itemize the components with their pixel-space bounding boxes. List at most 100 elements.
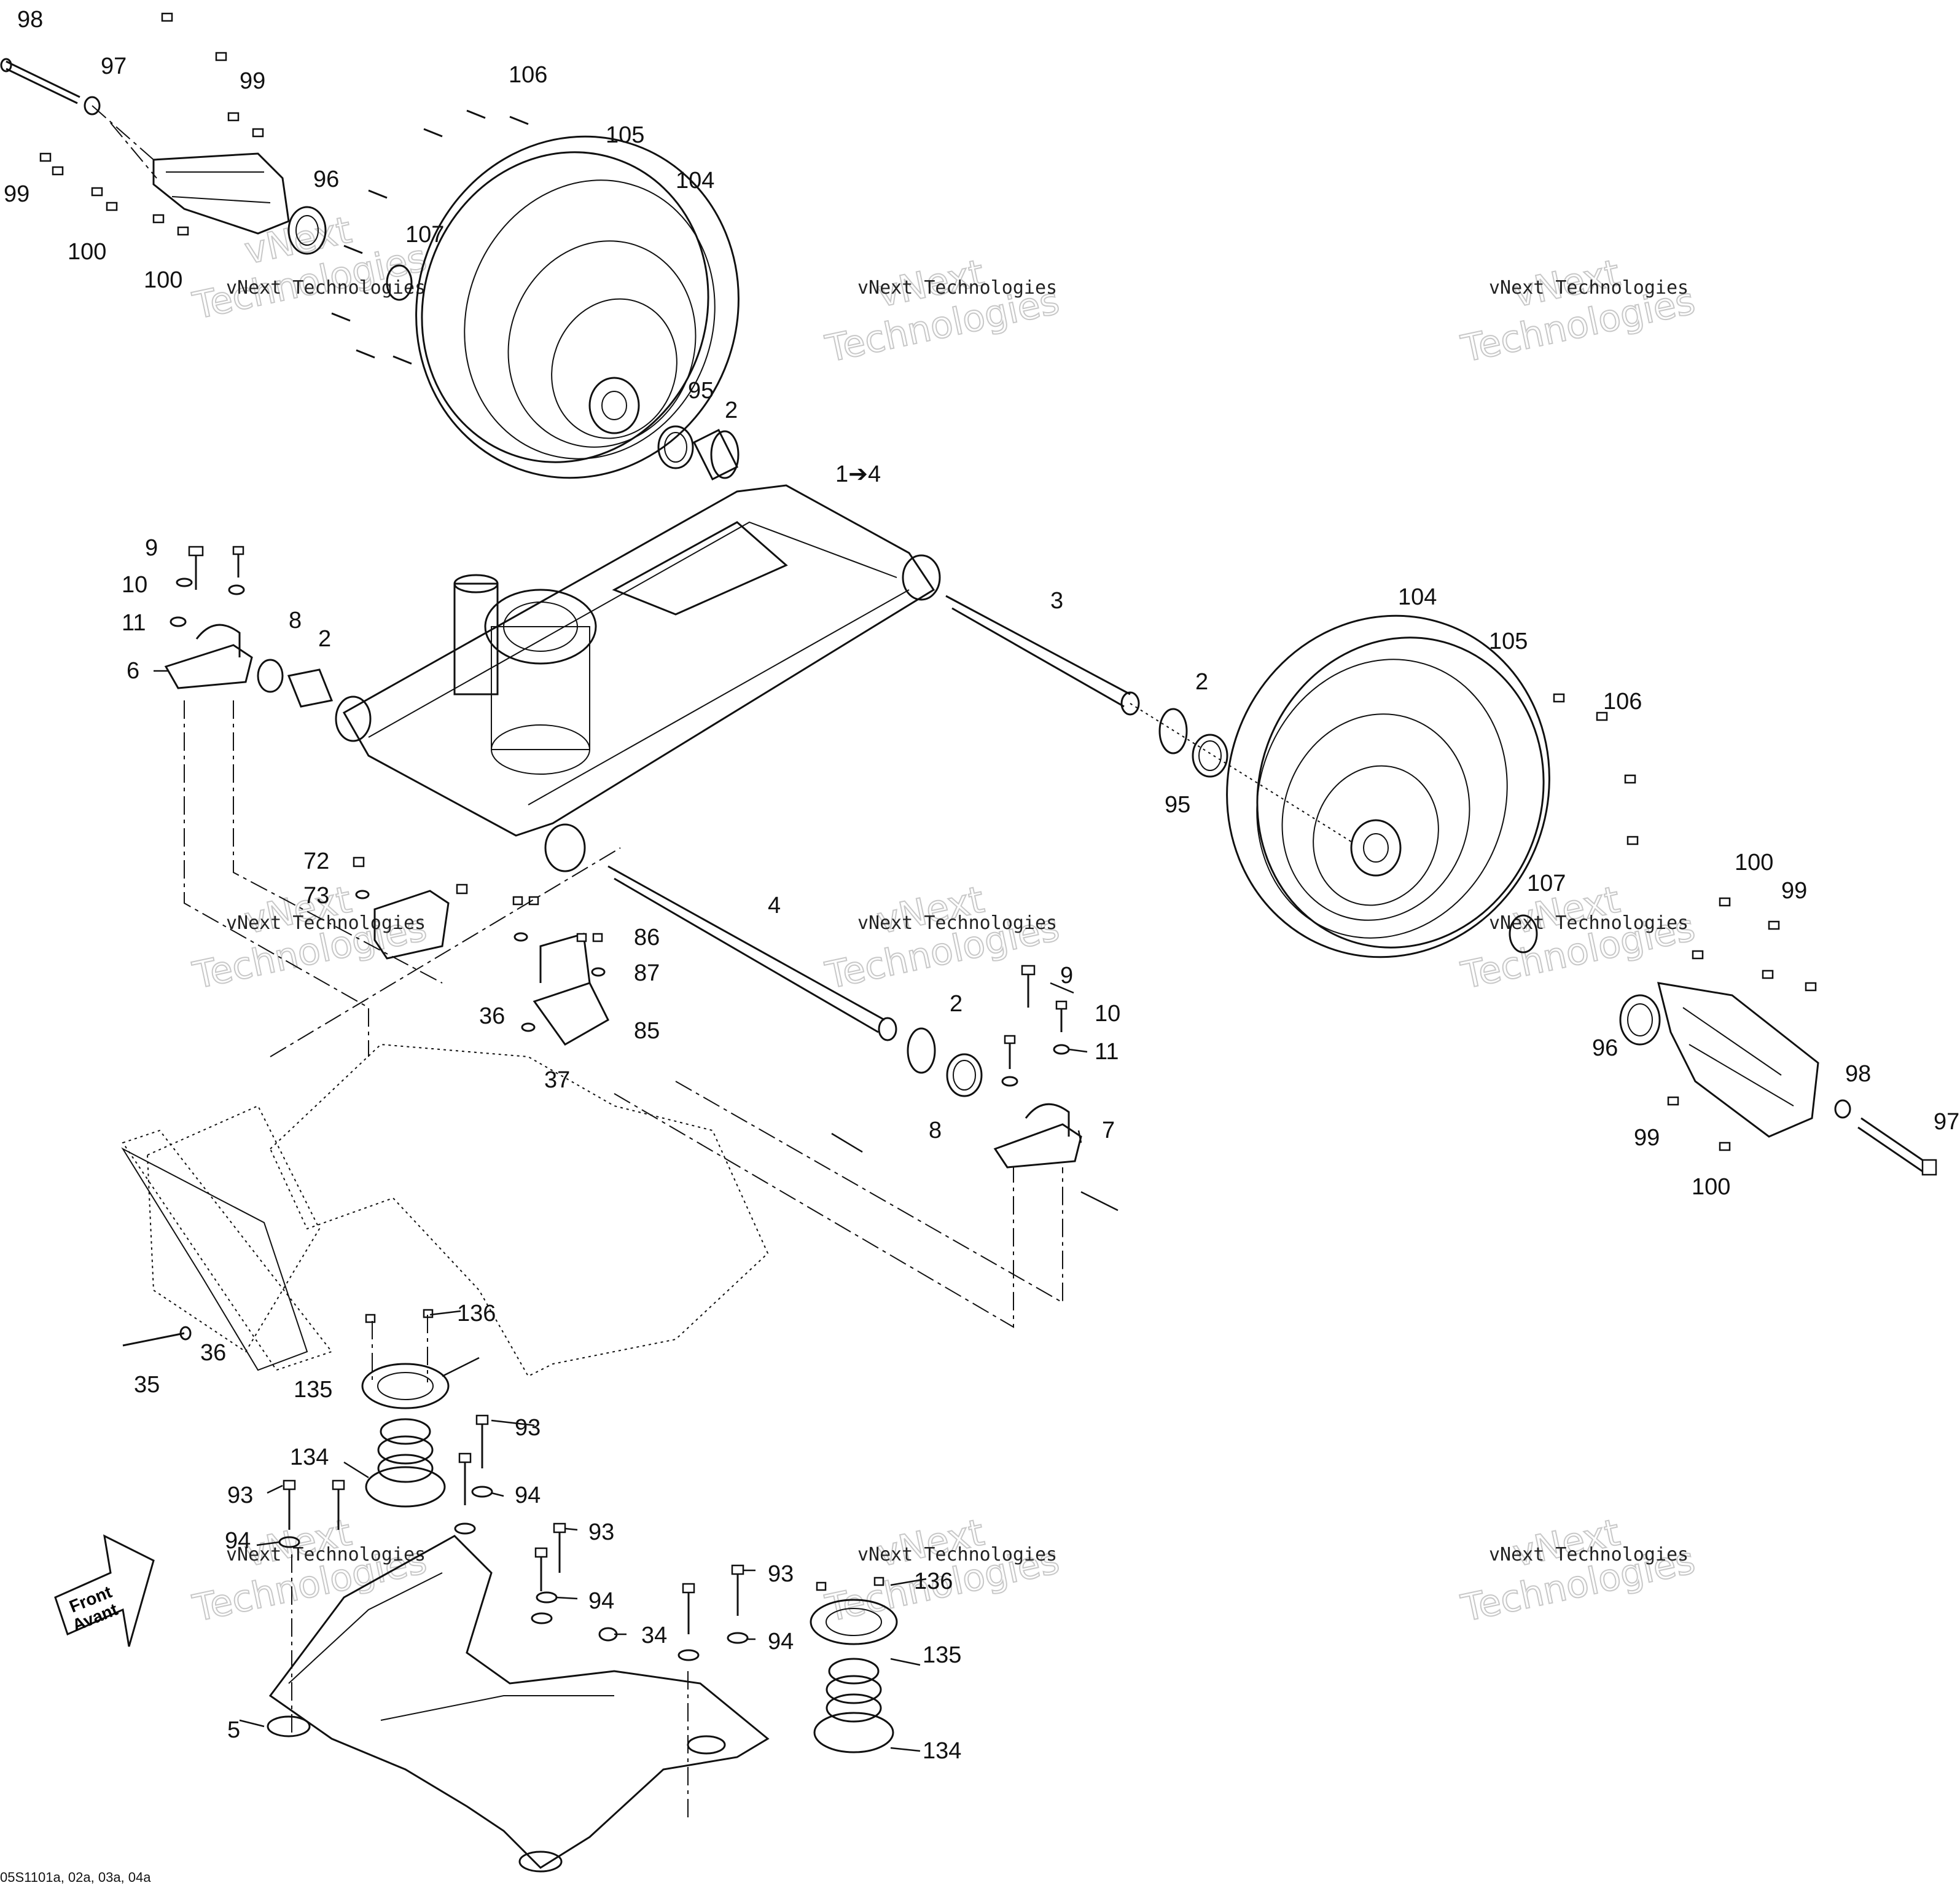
callout-100: 100 — [144, 267, 182, 293]
callout-107: 107 — [405, 222, 444, 248]
callout-34: 34 — [641, 1623, 667, 1648]
callout-36: 36 — [200, 1340, 226, 1366]
watermark: vNext Technologies — [821, 251, 1064, 371]
callout-98: 98 — [17, 7, 43, 33]
callout-100: 100 — [1735, 850, 1773, 875]
callout-2: 2 — [1195, 669, 1208, 695]
callout-97: 97 — [101, 53, 127, 79]
callout-11: 11 — [1095, 1039, 1119, 1065]
callout-99: 99 — [1634, 1125, 1660, 1151]
swing-arm — [335, 484, 941, 872]
bracket-7 — [993, 965, 1082, 1169]
callout-95: 95 — [1165, 792, 1190, 818]
bracket-6 — [164, 546, 334, 708]
side-tube — [122, 1129, 333, 1371]
callout-93: 93 — [515, 1415, 541, 1441]
spring-134-135-lower — [810, 1599, 898, 1753]
watermark: vNext Technologies — [189, 208, 431, 328]
callout-8: 8 — [929, 1118, 942, 1143]
small-bolts-top-left — [39, 12, 264, 236]
callout-11: 11 — [122, 610, 146, 636]
leader-lines — [154, 670, 1119, 1752]
shock-base-72-73 — [353, 856, 468, 960]
callout-104: 104 — [1398, 584, 1437, 610]
callout-85: 85 — [634, 1018, 660, 1044]
callout-97: 97 — [1934, 1109, 1959, 1135]
callout-3: 3 — [1050, 588, 1063, 614]
callout-99: 99 — [240, 68, 265, 94]
callout-labels: 98 97 99 99 96 100 100 106 105 104 107 9… — [4, 7, 1959, 1764]
frame-upper — [121, 1043, 769, 1377]
watermark-text: vNext Technologies — [1489, 1544, 1689, 1565]
front-direction-arrow: Front Avant — [54, 1534, 155, 1647]
callout-1-to-4: 1➔4 — [835, 461, 881, 487]
watermark-group: vNext Technologies vNext Technologies vN… — [189, 208, 1700, 1631]
shaft-4 — [607, 865, 897, 1041]
bearing-housing-left — [0, 58, 327, 255]
watermark-text: vNext Technologies — [226, 912, 426, 934]
wheel-top — [386, 135, 740, 479]
callout-99: 99 — [4, 181, 29, 207]
callout-93: 93 — [588, 1519, 614, 1545]
callout-37: 37 — [544, 1067, 570, 1093]
callout-93: 93 — [768, 1561, 794, 1587]
callout-100: 100 — [68, 239, 106, 265]
bearing-housing-right — [1619, 982, 1937, 1176]
callout-6: 6 — [127, 658, 139, 684]
callout-134: 134 — [290, 1444, 329, 1470]
callout-104: 104 — [676, 168, 714, 194]
callout-72: 72 — [303, 848, 329, 874]
callout-136: 136 — [914, 1569, 953, 1594]
watermark-text: vNext Technologies — [226, 277, 426, 299]
callout-86: 86 — [634, 925, 660, 950]
callout-96: 96 — [313, 166, 339, 192]
callout-100: 100 — [1692, 1174, 1730, 1200]
callout-2: 2 — [318, 626, 331, 652]
callout-5: 5 — [227, 1717, 240, 1743]
callout-96: 96 — [1592, 1035, 1618, 1061]
watermark-text: vNext Technologies — [857, 277, 1057, 299]
callout-98: 98 — [1845, 1061, 1871, 1087]
callout-8: 8 — [289, 608, 302, 633]
callout-2: 2 — [950, 991, 962, 1017]
rings-95-2-right — [1158, 708, 1228, 778]
watermark-text: vNext Technologies — [1489, 277, 1689, 299]
frame-lower-5 — [267, 1535, 770, 1873]
watermark: vNext Technologies — [1457, 251, 1700, 371]
wheel-bolts-top — [331, 109, 529, 365]
callout-2: 2 — [725, 398, 738, 423]
callout-106: 106 — [1603, 689, 1642, 715]
watermark-text: vNext Technologies — [857, 1544, 1057, 1565]
callout-4: 4 — [768, 893, 781, 919]
document-code: 05S1101a, 02a, 03a, 04a — [0, 1870, 151, 1885]
callout-94: 94 — [515, 1483, 541, 1508]
callout-135: 135 — [294, 1377, 332, 1403]
callout-93: 93 — [227, 1483, 253, 1508]
bolts-93-94 — [278, 1309, 884, 1661]
callout-105: 105 — [1489, 629, 1528, 654]
callout-99: 99 — [1781, 878, 1807, 904]
callout-134: 134 — [923, 1738, 961, 1764]
callout-94: 94 — [225, 1528, 251, 1554]
callout-9: 9 — [145, 535, 158, 561]
small-bolts-right — [1553, 693, 1817, 1151]
callout-135: 135 — [923, 1642, 961, 1668]
watermark-text: vNext Technologies — [857, 912, 1057, 934]
callout-95: 95 — [688, 378, 714, 404]
callout-35: 35 — [134, 1372, 160, 1398]
spring-134-135-upper — [361, 1363, 450, 1508]
bracket-85 — [512, 896, 609, 1046]
callout-73: 73 — [303, 883, 329, 909]
callout-36: 36 — [479, 1003, 505, 1029]
wheel-right — [1226, 614, 1550, 958]
callout-9: 9 — [1060, 963, 1073, 989]
callout-10: 10 — [1095, 1001, 1120, 1027]
callout-94: 94 — [588, 1588, 614, 1614]
alignment-lines — [184, 700, 1063, 1819]
callout-7: 7 — [1102, 1118, 1115, 1143]
cap-107 — [1509, 914, 1538, 954]
watermark-text: vNext Technologies — [226, 1544, 426, 1565]
rings-95-2-top — [657, 425, 740, 481]
callout-105: 105 — [606, 122, 644, 148]
